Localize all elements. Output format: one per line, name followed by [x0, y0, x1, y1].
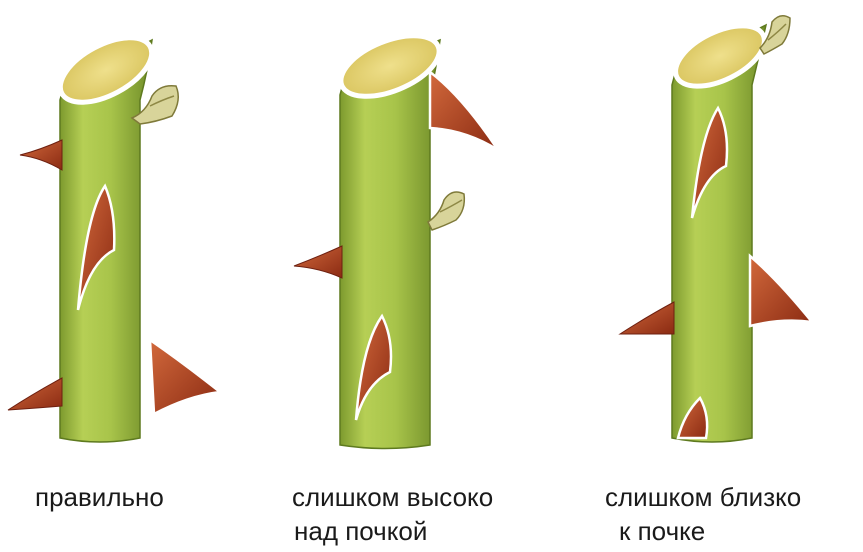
caption-line: слишком близко — [605, 480, 801, 514]
stem-correct — [8, 24, 220, 442]
caption-too-close: слишком близко к почке — [605, 480, 801, 548]
thorn-icon — [620, 302, 674, 334]
caption-correct: правильно — [35, 480, 164, 514]
stem-body — [672, 25, 766, 442]
caption-line: над почкой — [292, 514, 493, 548]
bud-icon — [428, 192, 464, 230]
thorn-icon — [430, 72, 498, 150]
stem-body — [340, 40, 440, 449]
thorn-icon — [20, 140, 62, 170]
thorn-icon — [150, 340, 220, 414]
caption-line: правильно — [35, 480, 164, 514]
stem-too-high — [294, 23, 498, 448]
caption-line: к почке — [605, 514, 801, 548]
caption-line: слишком высоко — [292, 480, 493, 514]
thorn-icon — [294, 246, 342, 278]
rose-pruning-illustration — [0, 0, 863, 450]
thorn-icon — [750, 256, 812, 326]
thorn-icon — [8, 378, 62, 410]
caption-too-high: слишком высоко над почкой — [292, 480, 493, 548]
stem-too-close — [620, 13, 812, 442]
